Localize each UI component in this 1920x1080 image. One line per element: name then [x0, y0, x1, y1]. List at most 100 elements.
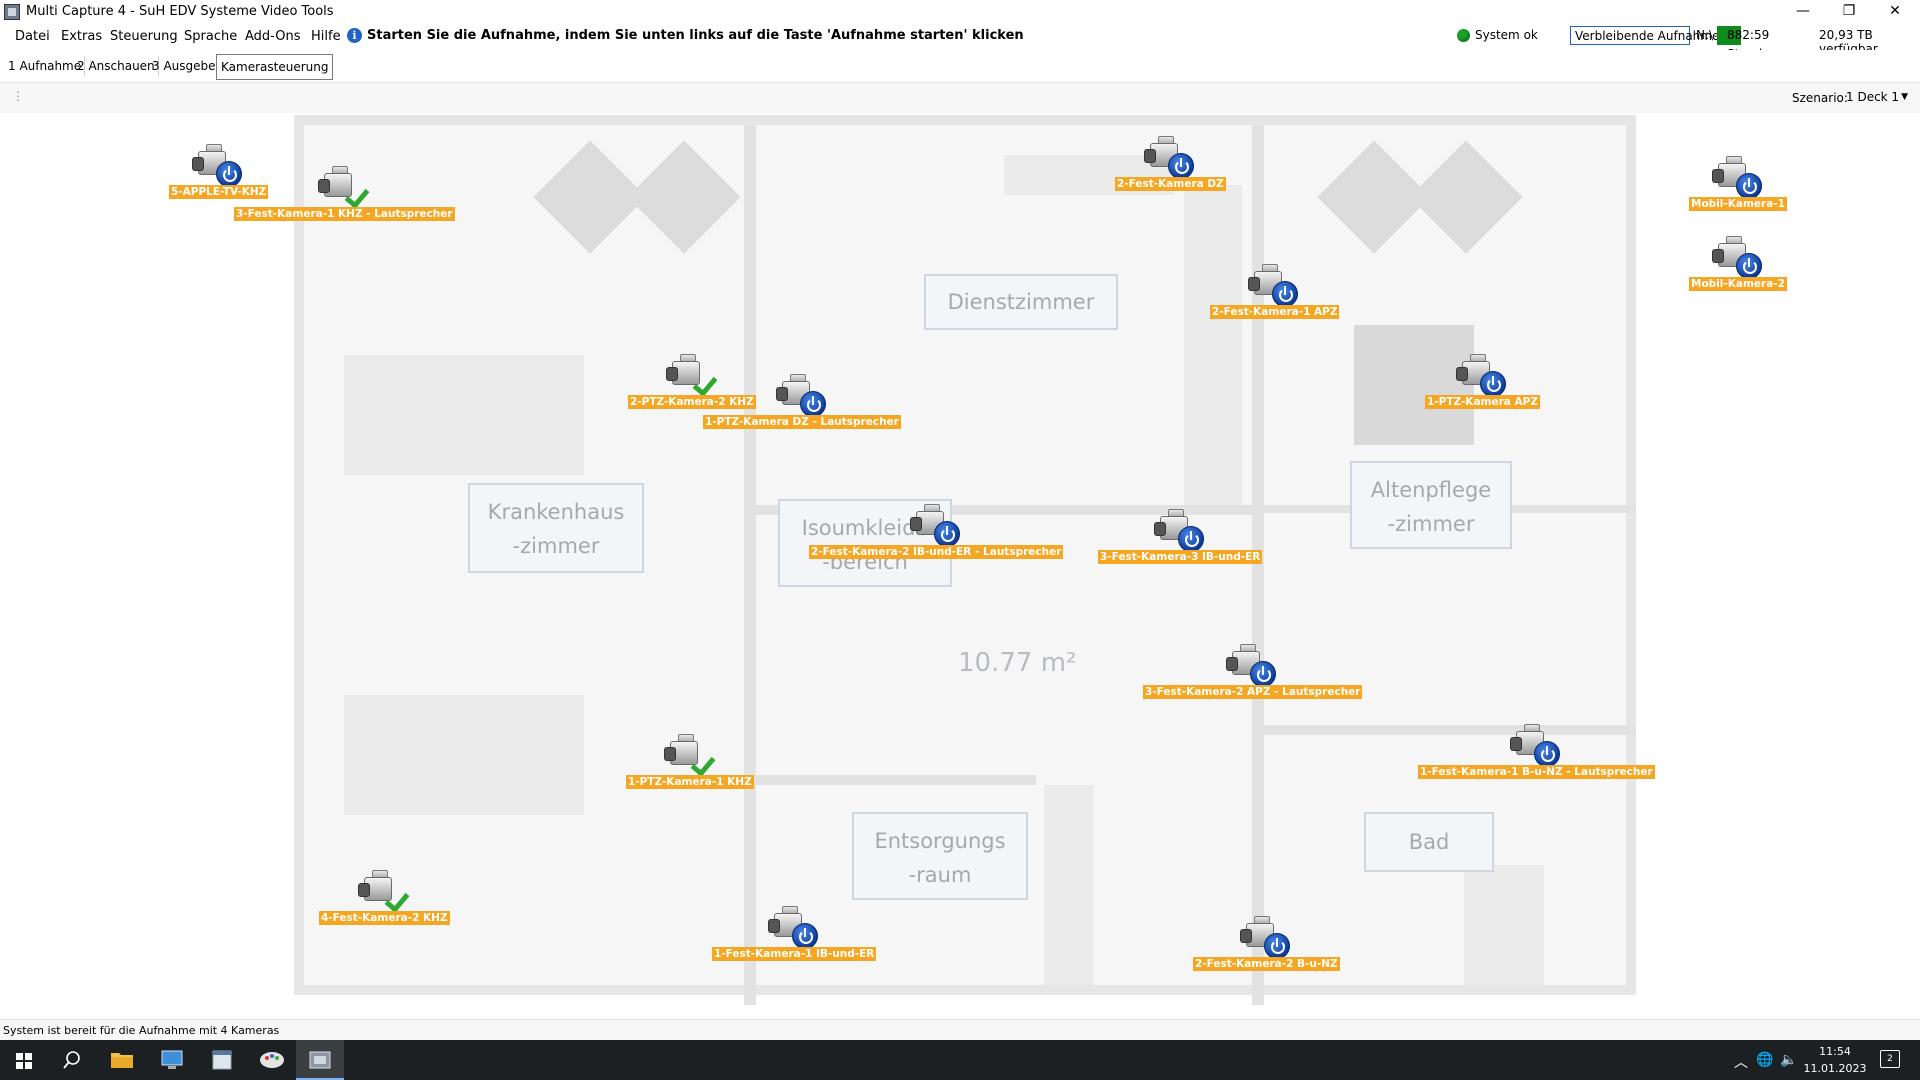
folder-icon [111, 1053, 133, 1068]
clock-date: 11.01.2023 [1803, 1062, 1867, 1075]
furniture [1409, 140, 1523, 254]
app-icon [4, 4, 20, 20]
wall [756, 505, 1252, 515]
power-icon [1272, 281, 1298, 307]
menu-steuerung[interactable]: Steuerung [110, 29, 178, 44]
tab-kamerasteuerung[interactable]: Kamerasteuerung [216, 54, 334, 80]
camera-marker[interactable]: 2-Fest-Kamera-2 IB-und-ER - Lautsprecher [809, 501, 1082, 561]
camera-marker[interactable]: 1-PTZ-Kamera-1 KHZ [626, 731, 836, 791]
power-icon [1250, 661, 1276, 687]
room-label-line: Krankenhaus [487, 500, 625, 524]
table [1354, 325, 1474, 445]
status-bar: System ist bereit für die Aufnahme mit 4… [0, 1019, 1920, 1041]
camera-marker[interactable]: Mobil-Kamera-1 [1684, 153, 1884, 213]
camera-label: 3-Fest-Kamera-2 APZ - Lautsprecher [1143, 685, 1363, 699]
room-label-line: -zimmer [512, 534, 600, 558]
start-button[interactable] [0, 1040, 48, 1080]
close-button[interactable]: ✕ [1889, 3, 1901, 19]
bed [344, 355, 584, 475]
camera-label: Mobil-Kamera-1 [1689, 197, 1787, 211]
camera-label: 1-PTZ-Kamera APZ [1425, 395, 1540, 409]
restore-button[interactable]: ❐ [1842, 3, 1856, 19]
camera-marker[interactable]: 4-Fest-Kamera-2 KHZ [319, 867, 530, 927]
camera-marker[interactable]: 1-Fest-Kamera-1 B-u-NZ - Lautsprecher [1418, 721, 1682, 781]
menu-extras[interactable]: Extras [61, 29, 103, 44]
multi-capture-app-icon [309, 1051, 331, 1069]
taskbar-multi-capture[interactable] [296, 1040, 344, 1080]
camera-label: 1-PTZ-Kamera DZ - Lautsprecher [703, 415, 901, 429]
remaining-time-label: Verbleibende Aufnahmezeit [1570, 26, 1741, 45]
tab-aufnahme[interactable]: 1 Aufnahme [5, 56, 86, 76]
check-icon [386, 887, 412, 909]
wall [1264, 725, 1636, 735]
furniture [627, 140, 741, 254]
camera-marker[interactable]: 1-PTZ-Kamera DZ - Lautsprecher [703, 371, 948, 431]
camera-icon [358, 867, 408, 911]
camera-marker[interactable]: 2-Fest-Kamera DZ [1115, 133, 1316, 193]
room-label-line: Altenpflege [1370, 478, 1492, 502]
camera-marker[interactable]: 3-Fest-Kamera-1 KHZ - Lautsprecher [234, 163, 490, 223]
toolbar: ⋮ Szenario: 1 Deck 1 ▼ [0, 82, 1920, 114]
palette-icon [260, 1052, 284, 1068]
room-label-line: Isoumkleide [801, 516, 929, 540]
camera-marker[interactable]: 3-Fest-Kamera-2 APZ - Lautsprecher [1143, 641, 1398, 701]
camera-marker[interactable]: 2-Fest-Kamera-2 B-u-NZ [1193, 913, 1412, 973]
camera-icon [1144, 133, 1194, 179]
camera-icon [1240, 913, 1290, 959]
scenario-select[interactable]: 1 Deck 1 ▼ [1842, 87, 1914, 108]
info-icon: i [347, 28, 362, 43]
camera-icon [318, 163, 368, 207]
cabinet [1044, 785, 1094, 985]
minimize-button[interactable]: — [1796, 3, 1810, 19]
camera-label: 2-PTZ-Kamera-2 KHZ [628, 395, 756, 409]
menu-datei[interactable]: Datei [15, 29, 50, 44]
camera-marker[interactable]: 5-APPLE-TV-KHZ [164, 141, 364, 201]
camera-label: 1-Fest-Kamera-1 B-u-NZ - Lautsprecher [1418, 765, 1655, 779]
camera-icon [776, 371, 826, 417]
system-status: System ok [1475, 28, 1538, 42]
camera-marker[interactable]: Mobil-Kamera-2 [1684, 233, 1884, 293]
menu-sprache[interactable]: Sprache [184, 29, 238, 44]
camera-marker[interactable]: 2-Fest-Kamera-1 APZ [1210, 261, 1420, 321]
check-icon [692, 751, 718, 773]
camera-marker[interactable]: 1-PTZ-Kamera APZ [1425, 351, 1628, 411]
menu-hilfe[interactable]: Hilfe [311, 29, 341, 44]
camera-marker[interactable]: 1-Fest-Kamera-1 IB-und-ER [712, 903, 940, 963]
speaker-icon[interactable]: 🔈 [1780, 1052, 1798, 1068]
taskbar-app-window[interactable] [198, 1040, 246, 1080]
status-text: System ist bereit für die Aufnahme mit 4… [3, 1024, 280, 1037]
toolbar-grip-icon[interactable]: ⋮ [12, 89, 24, 103]
camera-label: 5-APPLE-TV-KHZ [169, 185, 269, 199]
search-button[interactable] [48, 1040, 96, 1080]
taskbar-paint-app[interactable] [248, 1040, 296, 1080]
chevron-up-icon[interactable]: ︿ [1734, 1055, 1748, 1071]
system-status-icon [1457, 29, 1470, 42]
power-icon [800, 391, 826, 417]
camera-label: 3-Fest-Kamera-1 KHZ - Lautsprecher [234, 207, 455, 221]
notification-icon[interactable]: 2 [1880, 1050, 1900, 1068]
room-label-line: -raum [908, 863, 972, 887]
menu-add-ons[interactable]: Add-Ons [245, 29, 301, 44]
tab-anschauen[interactable]: 2 Anschauen [74, 56, 159, 76]
room-label-line: Dienstzimmer [947, 290, 1095, 314]
camera-marker[interactable]: 2-PTZ-Kamera-2 KHZ [628, 351, 838, 411]
power-icon [1168, 153, 1194, 179]
taskbar-file-explorer[interactable] [98, 1040, 146, 1080]
power-icon [1480, 371, 1506, 397]
power-icon [1736, 253, 1762, 279]
room-label-entsorgung: Entsorgungs -raum [852, 812, 1028, 900]
power-icon [934, 521, 960, 547]
camera-icon [768, 903, 818, 949]
camera-map-canvas[interactable]: Krankenhaus -zimmer Dienstzimmer Isoumkl… [0, 113, 1920, 1019]
taskbar-remote-desktop[interactable] [148, 1040, 196, 1080]
power-icon [1736, 173, 1762, 199]
room-label-krankenhaus: Krankenhaus -zimmer [468, 483, 644, 573]
camera-icon [1248, 261, 1298, 307]
wall [1252, 125, 1264, 1005]
camera-marker[interactable]: 3-Fest-Kamera-3 IB-und-ER [1098, 506, 1326, 566]
camera-label: 1-Fest-Kamera-1 IB-und-ER [712, 947, 877, 961]
wall [744, 125, 756, 1005]
camera-label: 3-Fest-Kamera-3 IB-und-ER [1098, 550, 1263, 564]
taskbar-clock[interactable]: 11:54 11.01.2023 [1800, 1043, 1870, 1077]
network-globe-icon[interactable]: 🌐 [1756, 1052, 1774, 1068]
